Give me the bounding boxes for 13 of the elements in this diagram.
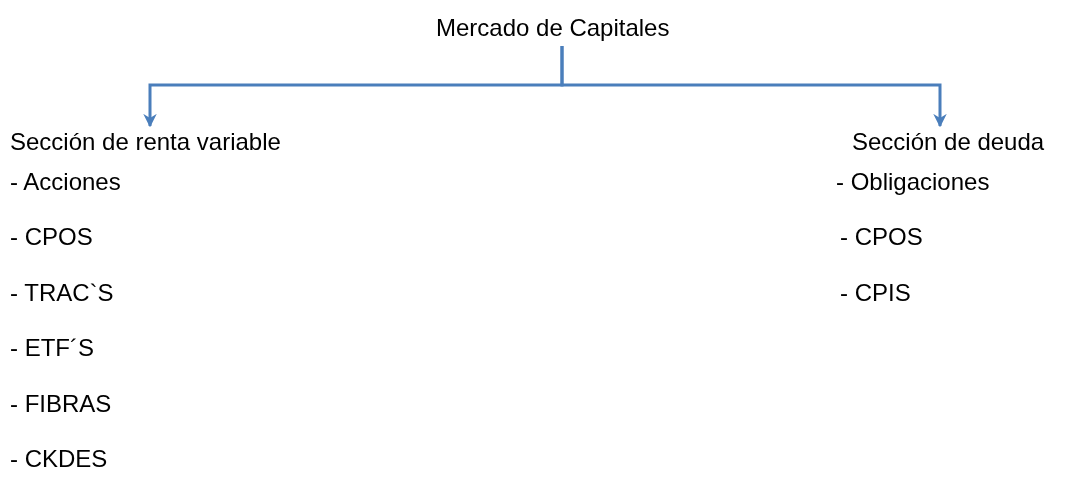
list-item: - CPOS xyxy=(10,223,93,251)
arrow xyxy=(560,46,947,128)
node-text: Sección de renta variable xyxy=(10,128,281,156)
list-item: - CPIS xyxy=(840,279,911,307)
list-item: - FIBRAS xyxy=(10,390,112,418)
node-text: Sección de deuda xyxy=(852,128,1045,156)
list-item: - TRAC`S xyxy=(10,279,114,307)
list-item: - Acciones xyxy=(10,168,121,196)
node-text: Mercado de Capitales xyxy=(436,14,670,42)
list-item: - ETF´S xyxy=(10,334,94,362)
list-item: - Obligaciones xyxy=(836,168,990,196)
list-item: - CPOS xyxy=(840,223,923,251)
list-item: - CKDES xyxy=(10,445,108,473)
